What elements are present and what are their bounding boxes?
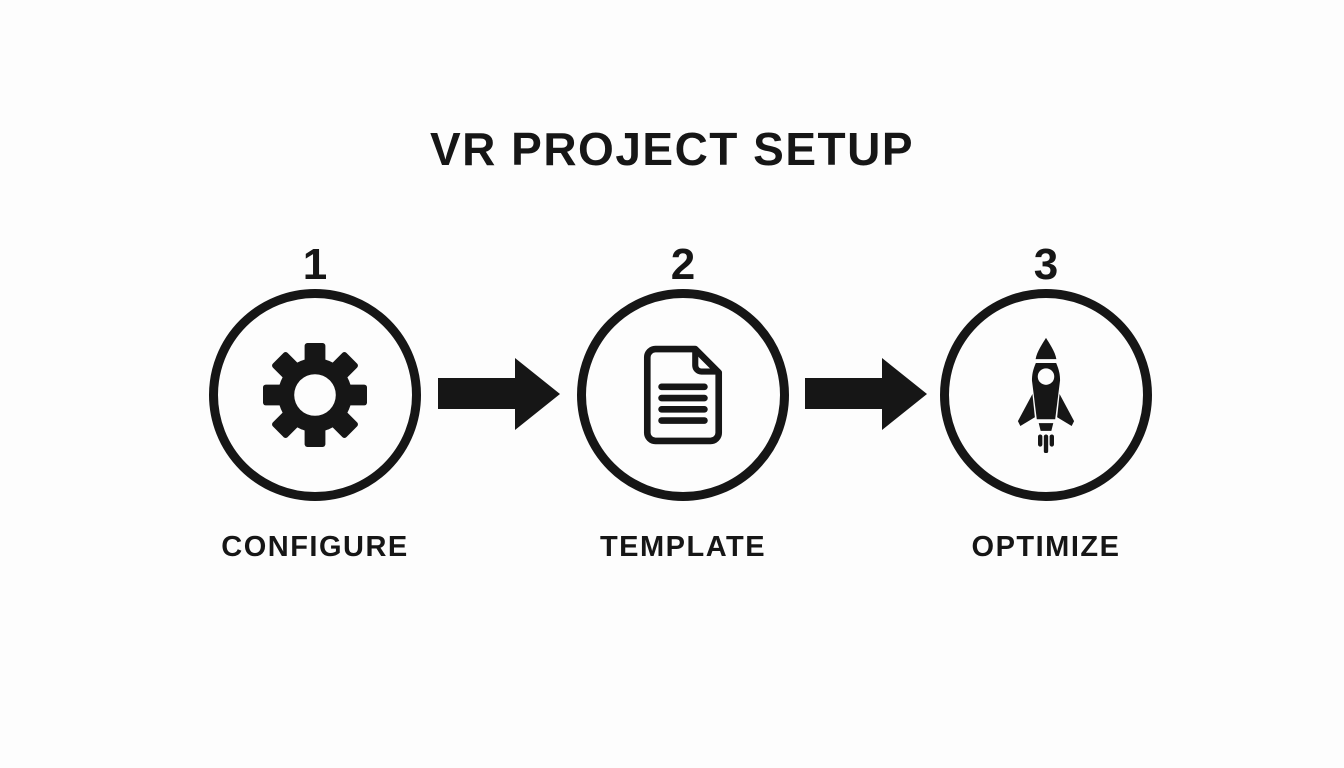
step-number: 1 (302, 240, 328, 289)
step-label: OPTIMIZE (971, 531, 1121, 563)
step-number: 2 (670, 240, 696, 289)
step-template: 2 TEMPLATE (543, 243, 823, 564)
document-icon (642, 345, 724, 445)
step-label: CONFIGURE (221, 531, 409, 563)
page-title: VR PROJECT SETUP (429, 123, 915, 175)
arrow-right-icon (438, 357, 560, 431)
rocket-icon (1015, 337, 1077, 453)
step-label: TEMPLATE (599, 531, 767, 563)
step-optimize: 3 (906, 243, 1186, 564)
step-circle (577, 289, 789, 501)
step-configure: 1 CO (175, 243, 455, 564)
arrow-right-icon (805, 357, 927, 431)
step-circle (209, 289, 421, 501)
step-circle (940, 289, 1152, 501)
step-number: 3 (1033, 240, 1059, 289)
gear-icon (263, 343, 367, 447)
